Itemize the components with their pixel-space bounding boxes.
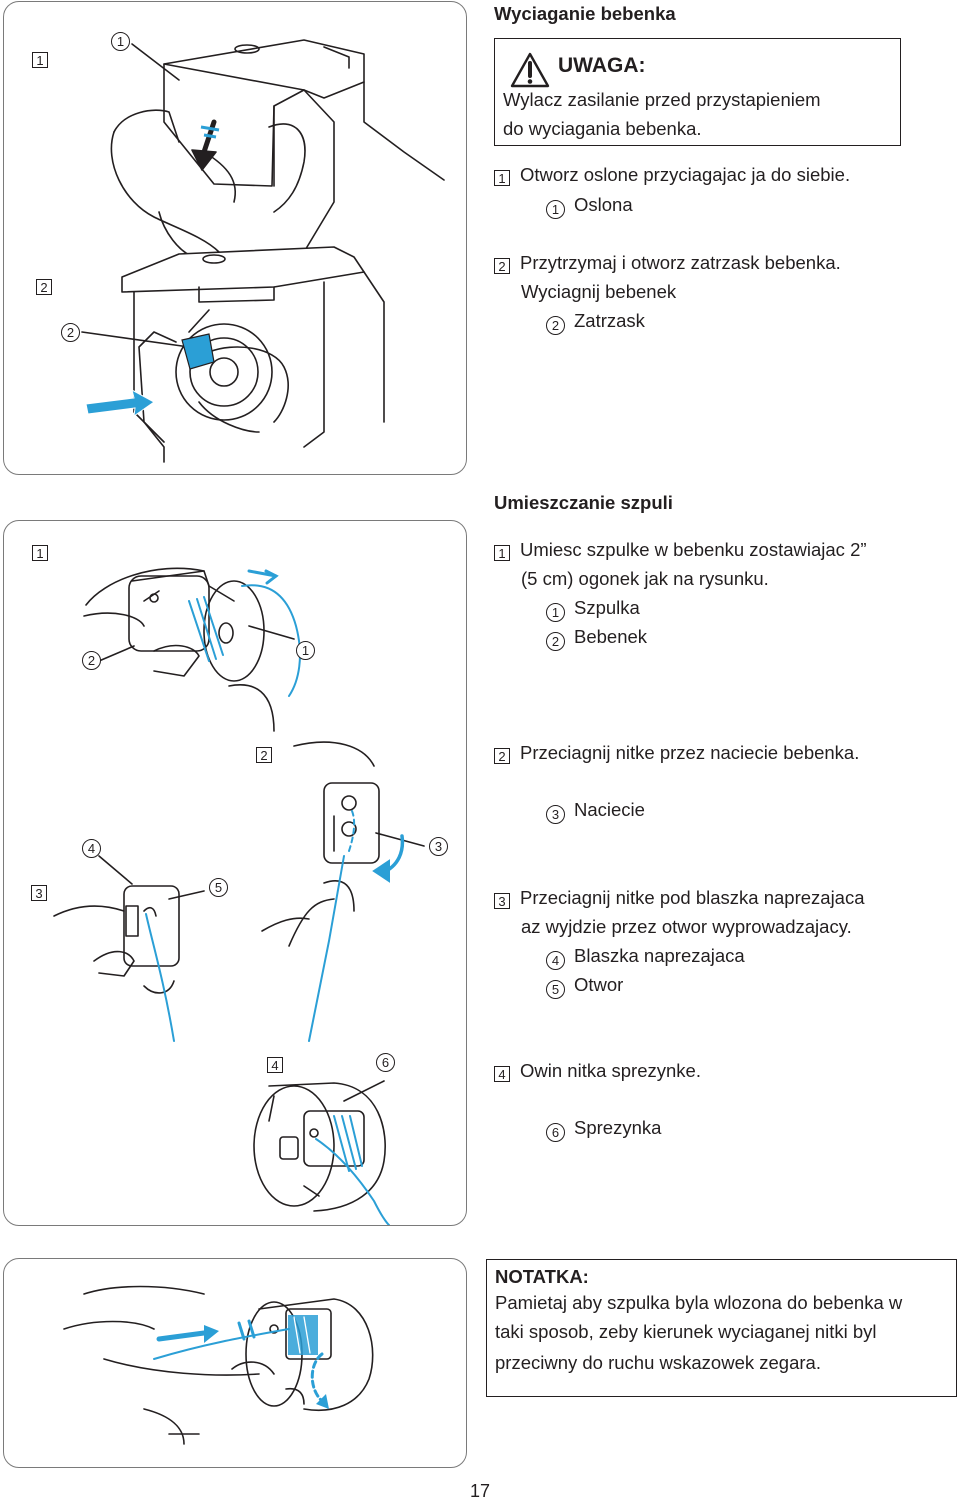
figure-step-3-marker: 3 — [31, 885, 47, 901]
step-2-pull-thread-slot: 2 Przeciagnij nitke przez naciecie bebenk… — [494, 738, 859, 767]
callout-text: Otwor — [574, 974, 624, 995]
callout-text: Sprezynka — [574, 1117, 662, 1138]
figure-step-4-marker: 4 — [267, 1057, 283, 1073]
figure-panel-bobbin-direction — [3, 1258, 467, 1468]
callout-2-latch: 2 Zatrzask — [546, 306, 645, 335]
step-3-line-2: az wyjdzie przez otwor wyprowadzajacy. — [521, 916, 852, 937]
callout-text: Zatrzask — [574, 310, 645, 331]
callout-4-tension-spring: 4 Blaszka naprezajaca — [546, 941, 745, 970]
figure-panel-insert-bobbin: 1 2 1 2 4 3 3 5 4 6 — [3, 520, 467, 1226]
step-text: Przeciagnij nitke pod blaszka naprezajac… — [520, 887, 865, 908]
callout-2-bobbin-case: 2 Bebenek — [546, 622, 647, 651]
step-text: Owin nitka sprezynke. — [520, 1060, 701, 1081]
callout-number: 5 — [546, 980, 565, 999]
callout-number: 2 — [546, 632, 565, 651]
figure-panel-remove-bobbin-case: 1 1 2 2 — [3, 1, 467, 475]
step-1-open-cover: 1 Otworz oslone przyciagajac ja do siebie… — [494, 160, 850, 189]
step-2-line-2: Wyciagnij bebenek — [521, 281, 677, 302]
note-line-1: Pamietaj aby szpulka byla wlozona do beb… — [495, 1292, 903, 1313]
callout-number: 1 — [546, 603, 565, 622]
figure-step-2-marker: 2 — [256, 747, 272, 763]
step-text: Przeciagnij nitke przez naciecie bebenka… — [520, 742, 860, 763]
figure-callout-3-marker: 3 — [429, 837, 448, 856]
step-text: Umiesc szpulke w bebenku zostawiajac 2” — [520, 539, 867, 560]
callout-3-slot: 3 Naciecie — [546, 795, 645, 824]
figure-step-2-marker: 2 — [36, 279, 52, 295]
illustration-bobbin-direction — [63, 1285, 374, 1445]
callout-text: Szpulka — [574, 597, 640, 618]
callout-number: 4 — [546, 951, 565, 970]
note-line-3: przeciwny do ruchu wskazowek zegara. — [495, 1352, 821, 1373]
figure-callout-6-marker: 6 — [376, 1053, 395, 1072]
note-line-2: taki sposob, zeby kierunek wyciaganej ni… — [495, 1321, 877, 1342]
step-text: Przytrzymaj i otworz zatrzask bebenka. — [520, 252, 841, 273]
step-number-box: 1 — [494, 170, 510, 186]
warning-box: UWAGA: Wylacz zasilanie przed przystapie… — [494, 38, 901, 146]
warning-line-1: Wylacz zasilanie przed przystapieniem — [503, 89, 821, 110]
warning-triangle-icon — [510, 52, 550, 88]
note-box: NOTATKA: Pamietaj aby szpulka byla wlozo… — [486, 1259, 957, 1397]
warning-title: UWAGA: — [558, 54, 646, 77]
figure-callout-1-marker: 1 — [111, 32, 130, 51]
step-number-box: 3 — [494, 893, 510, 909]
callout-number: 6 — [546, 1123, 565, 1142]
figure-step-1-marker: 1 — [32, 52, 48, 68]
callout-number: 2 — [546, 316, 565, 335]
callout-text: Blaszka naprezajaca — [574, 945, 745, 966]
step-text: Otworz oslone przyciagajac ja do siebie. — [520, 164, 851, 185]
step-number-box: 4 — [494, 1066, 510, 1082]
step-number-box: 2 — [494, 748, 510, 764]
section-heading-remove-bobbin-case: Wyciaganie bebenka — [494, 3, 676, 24]
callout-1-bobbin: 1 Szpulka — [546, 593, 640, 622]
step-2-open-latch: 2 Przytrzymaj i otworz zatrzask bebenka. — [494, 248, 841, 277]
callout-1-cover: 1 Oslona — [546, 190, 633, 219]
step-number-box: 1 — [494, 545, 510, 561]
figure-step-1-marker: 1 — [32, 545, 48, 561]
callout-5-hole: 5 Otwor — [546, 970, 623, 999]
illustration-insert-bobbin — [53, 567, 425, 1225]
callout-6-spring: 6 Sprezynka — [546, 1113, 661, 1142]
callout-number: 1 — [546, 200, 565, 219]
note-title: NOTATKA: — [495, 1266, 589, 1287]
figure-callout-2-marker: 2 — [82, 651, 101, 670]
figure-callout-1-marker: 1 — [296, 641, 315, 660]
callout-number: 3 — [546, 805, 565, 824]
callout-text: Naciecie — [574, 799, 645, 820]
step-3-pull-under-spring: 3 Przeciagnij nitke pod blaszka naprezaja… — [494, 883, 865, 912]
step-1-place-bobbin: 1 Umiesc szpulke w bebenku zostawiajac 2” — [494, 535, 867, 564]
step-number-box: 2 — [494, 258, 510, 274]
callout-text: Oslona — [574, 194, 633, 215]
warning-line-2: do wyciagania bebenka. — [503, 118, 702, 139]
step-1-line-2: (5 cm) ogonek jak na rysunku. — [521, 568, 769, 589]
illustration-remove-bobbin-case — [81, 39, 445, 463]
callout-text: Bebenek — [574, 626, 648, 647]
page-number: 17 — [469, 1481, 491, 1501]
step-4-wrap-spring: 4 Owin nitka sprezynke. — [494, 1056, 701, 1085]
figure-callout-5-marker: 5 — [209, 878, 228, 897]
figure-callout-2-marker: 2 — [61, 323, 80, 342]
section-heading-insert-bobbin: Umieszczanie szpuli — [494, 492, 673, 513]
figure-callout-4-marker: 4 — [82, 839, 101, 858]
